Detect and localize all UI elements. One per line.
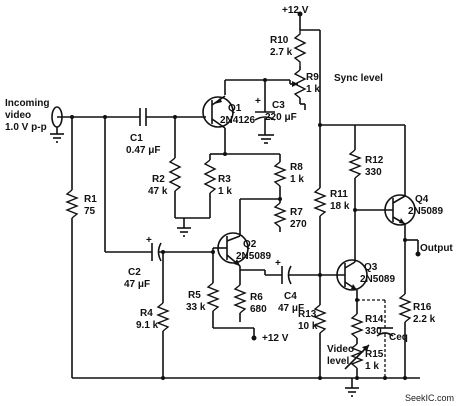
capacitor-c4: + C4 47 μF [264,258,345,314]
svg-text:R4: R4 [140,308,153,319]
svg-text:R8: R8 [290,162,303,173]
supply-top-label: +12 V [282,5,309,16]
svg-text:R14: R14 [365,314,384,325]
resistor-r3: R3 1 k [175,153,232,237]
svg-text:2N4126: 2N4126 [220,115,255,126]
svg-text:2.7 k: 2.7 k [270,47,293,58]
transistor-q2: Q2 2N5089 [213,232,271,267]
svg-text:Q3: Q3 [364,262,378,273]
video-level-label-2: level [327,356,349,367]
svg-text:1 k: 1 k [365,361,379,372]
resistor-r6: R6 680 +12 V [213,266,289,344]
svg-text:R9: R9 [306,72,319,83]
resistor-r8: R8 1 k [223,152,304,187]
sync-level-label: Sync level [334,73,383,84]
svg-text:33 k: 33 k [186,302,206,313]
video-level-label-1: Video [327,344,354,355]
capacitor-c1: C1 0.47 μF [126,108,206,156]
svg-text:2N5089: 2N5089 [408,206,443,217]
svg-text:1 k: 1 k [218,186,232,197]
svg-text:1.0 V p-p: 1.0 V p-p [5,122,47,133]
resistor-r12: R12 330 [320,124,384,210]
svg-text:+: + [146,235,152,246]
svg-text:C2: C2 [128,267,141,278]
capacitor-c2: + C2 47 μF [124,235,213,290]
svg-text:+: + [255,96,261,107]
resistor-r1: R1 75 [65,117,97,378]
svg-text:220 μF: 220 μF [265,112,297,123]
q1-emitter-net [224,78,291,95]
svg-text:10 k: 10 k [298,321,318,332]
svg-text:C4: C4 [284,291,297,302]
svg-text:R1: R1 [84,194,97,205]
svg-text:R12: R12 [365,155,384,166]
capacitor-ceq: Ceq [357,299,408,378]
resistor-r5: R5 33 k [186,248,220,328]
transistor-q3: Q3 2N5089 [336,210,395,296]
svg-text:R6: R6 [250,292,263,303]
ground-bus [72,376,420,397]
svg-text:330: 330 [365,326,382,337]
svg-text:R15: R15 [365,349,384,360]
input-terminal: Incoming video 1.0 V p-p [5,98,140,143]
resistor-r2: R2 47 k [148,117,182,218]
svg-text:9.1 k: 9.1 k [136,320,159,331]
svg-text:video: video [5,110,31,121]
svg-text:R13: R13 [298,309,317,320]
svg-text:R3: R3 [218,174,231,185]
svg-text:18 k: 18 k [330,201,350,212]
svg-text:Q2: Q2 [243,239,257,250]
svg-text:47 k: 47 k [148,186,168,197]
svg-text:R11: R11 [330,189,348,200]
svg-text:1 k: 1 k [306,84,320,95]
svg-text:Q4: Q4 [415,194,429,205]
c2-feed [104,117,152,253]
capacitor-c3: + C3 220 μF [254,80,297,144]
transistor-q4: Q4 2N5089 [353,124,443,290]
svg-text:330: 330 [365,167,382,178]
svg-text:270: 270 [290,219,307,230]
watermark: SeekIC.com [405,393,454,403]
svg-text:2.2 k: 2.2 k [413,314,436,325]
svg-text:Q1: Q1 [228,103,242,114]
resistor-r10: R10 2.7 k [270,30,307,66]
potentiometer-r9: R9 1 k [290,66,320,105]
resistor-r14: R14 330 [350,296,384,339]
potentiometer-r15: R15 1 k [344,338,384,378]
output-terminal: Output [403,238,453,257]
svg-text:R7: R7 [290,207,303,218]
resistor-r11: R11 18 k [300,29,350,277]
svg-text:C3: C3 [272,100,285,111]
resistor-r13: R13 10 k Video level [298,275,354,378]
svg-text:1 k: 1 k [290,174,304,185]
svg-text:R5: R5 [188,290,201,301]
svg-text:47 μF: 47 μF [278,303,304,314]
svg-text:R16: R16 [413,302,432,313]
transistor-q1: Q1 2N4126 [202,95,255,154]
svg-text:R2: R2 [152,174,165,185]
svg-text:680: 680 [250,304,267,315]
resistor-r4: R4 9.1 k [136,252,170,378]
svg-text:0.47 μF: 0.47 μF [126,145,160,156]
svg-text:2N5089: 2N5089 [360,274,395,285]
supply-top: +12 V [282,5,309,30]
svg-text:+: + [275,258,281,269]
svg-text:R10: R10 [270,35,289,46]
svg-text:75: 75 [84,206,96,217]
svg-text:Incoming: Incoming [5,98,49,109]
output-label: Output [420,243,453,254]
svg-text:2N5089: 2N5089 [236,251,271,262]
supply-mid-label: +12 V [262,333,289,344]
resistor-r16: R16 2.2 k [398,290,436,378]
svg-text:47 μF: 47 μF [124,279,150,290]
svg-text:C1: C1 [130,133,143,144]
resistor-r7: R7 270 [239,186,307,236]
svg-text:Ceq: Ceq [389,332,408,343]
